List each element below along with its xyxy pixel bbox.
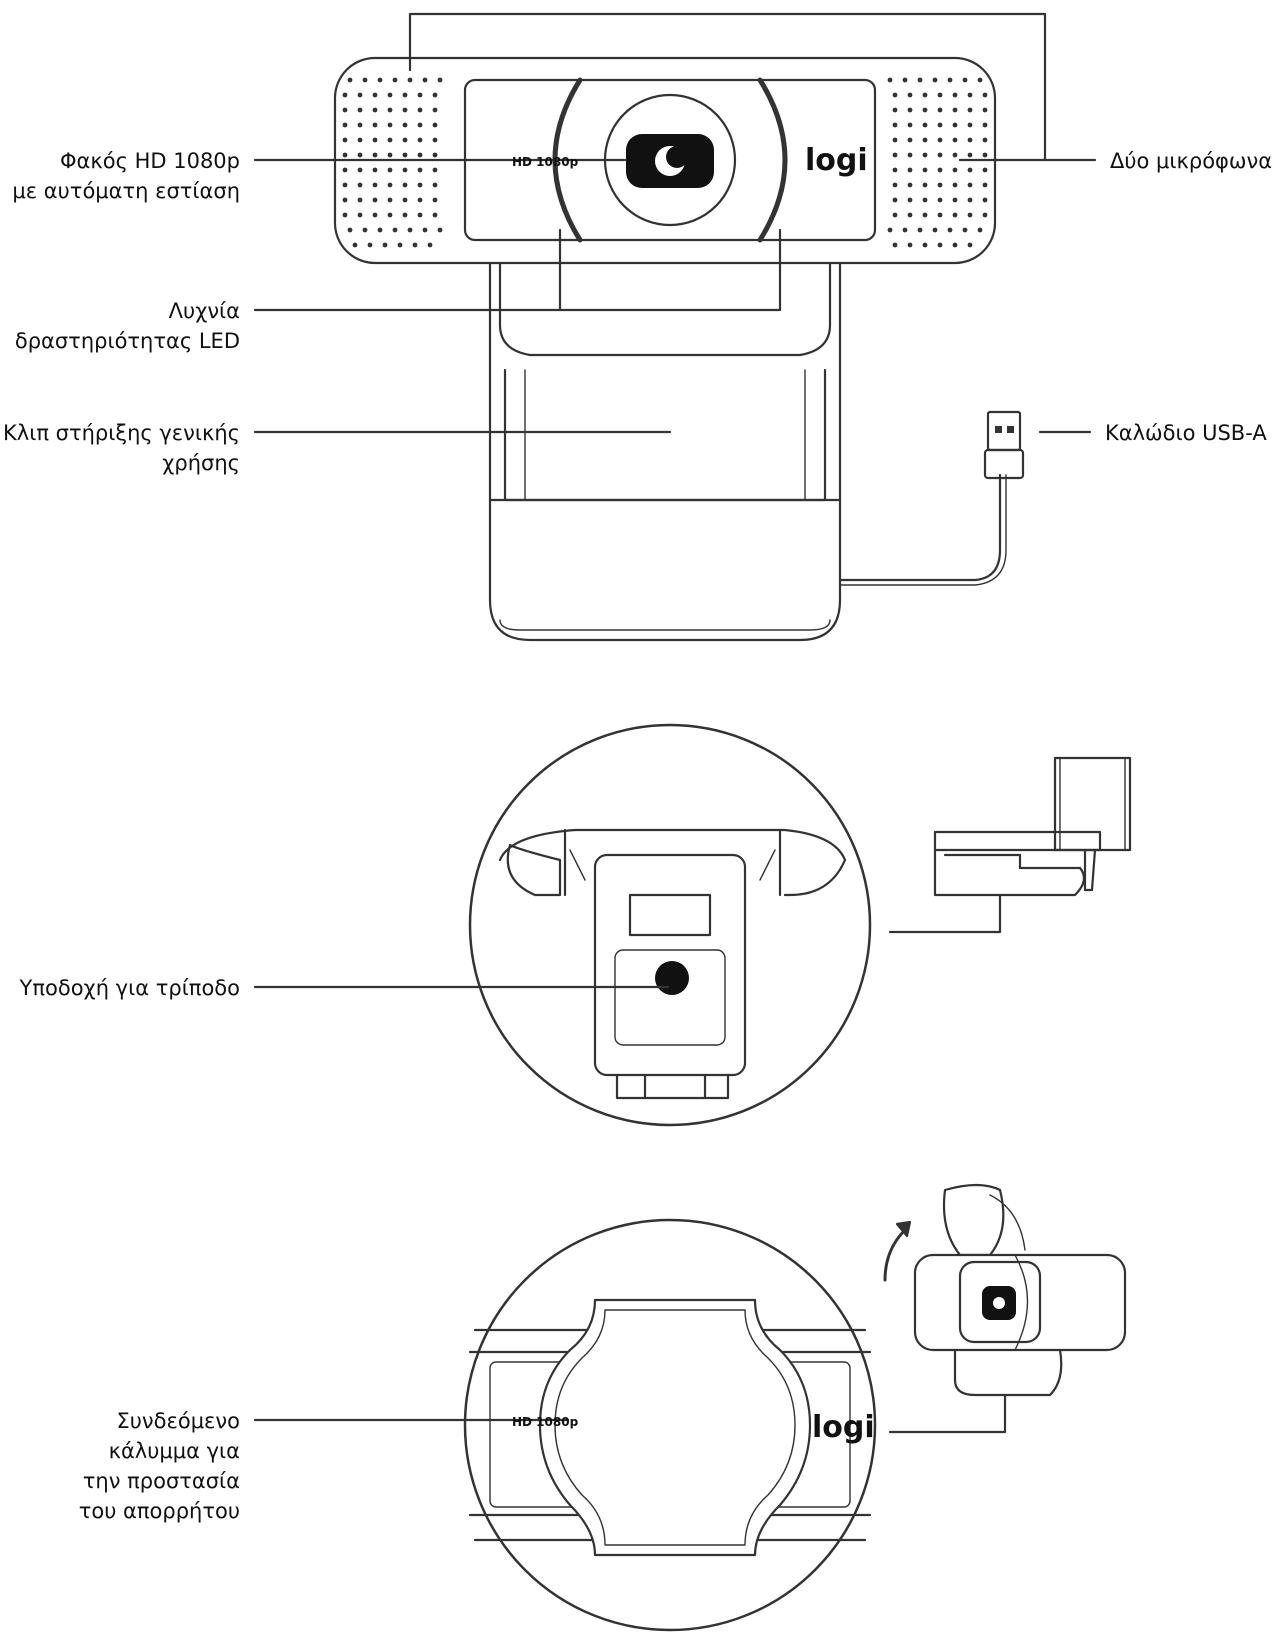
mic-grille-left-icon (342, 77, 443, 248)
tripod-socket-icon (655, 961, 689, 995)
privacy-shutter (538, 1298, 812, 1557)
usb-plug-icon (983, 448, 1025, 480)
label-clip-line-2: χρήσης (162, 451, 240, 475)
label-clip: Κλιπ στήριξης γενικής χρήσης (3, 418, 240, 478)
label-tripod: Υποδοχή για τρίποδο (20, 973, 240, 1003)
hd-badge-bottom: HD 1080p (512, 1415, 579, 1429)
callout-line-led (253, 228, 782, 312)
label-lens: Φακός HD 1080p με αυτόματη εστίαση (12, 146, 240, 206)
privacy-view (253, 1183, 1127, 1632)
usb-cable (838, 473, 1002, 582)
label-privacy-line-1: Συνδεόμενο (116, 1409, 241, 1433)
led-ring-right (757, 77, 788, 243)
label-usb: Καλώδιο USB-A (1105, 418, 1267, 448)
label-mics: Δύο μικρόφωνα (1110, 146, 1272, 176)
webcam-front-view (253, 12, 1097, 642)
logo-top: logi (805, 143, 868, 178)
label-clip-line-1: Κλιπ στήριξης γενικής (3, 421, 240, 445)
clip-side-view (888, 756, 1132, 934)
label-lens-line-1: Φακός HD 1080p (59, 149, 240, 173)
mount-bracket (506, 843, 562, 897)
label-usb-line-1: Καλώδιο USB-A (1105, 421, 1267, 445)
label-led: Λυχνία δραστηριότητας LED (15, 296, 240, 356)
label-led-line-2: δραστηριότητας LED (14, 329, 240, 353)
label-privacy-line-3: την προστασία (82, 1469, 240, 1493)
label-lens-line-2: με αυτόματη εστίαση (12, 179, 240, 203)
mic-grille-right-icon (887, 77, 988, 248)
label-privacy: Συνδεόμενο κάλυμμα για την προστασία του… (79, 1406, 240, 1526)
callout-line-mics (408, 12, 1097, 162)
label-mics-line-1: Δύο μικρόφωνα (1110, 149, 1273, 173)
rotation-arrow-icon (883, 1228, 907, 1282)
mount-clip (488, 260, 842, 642)
tripod-view (253, 723, 1132, 1127)
logo-bottom: logi (812, 1410, 875, 1445)
label-privacy-line-2: κάλυμμα για (108, 1439, 240, 1463)
label-led-line-1: Λυχνία (168, 299, 240, 323)
label-tripod-line-1: Υποδοχή για τρίποδο (19, 976, 240, 1000)
hd-badge-top: HD 1080p (512, 155, 579, 169)
camera-privacy-small (883, 1183, 1127, 1434)
label-privacy-line-4: του απορρήτου (78, 1499, 240, 1523)
